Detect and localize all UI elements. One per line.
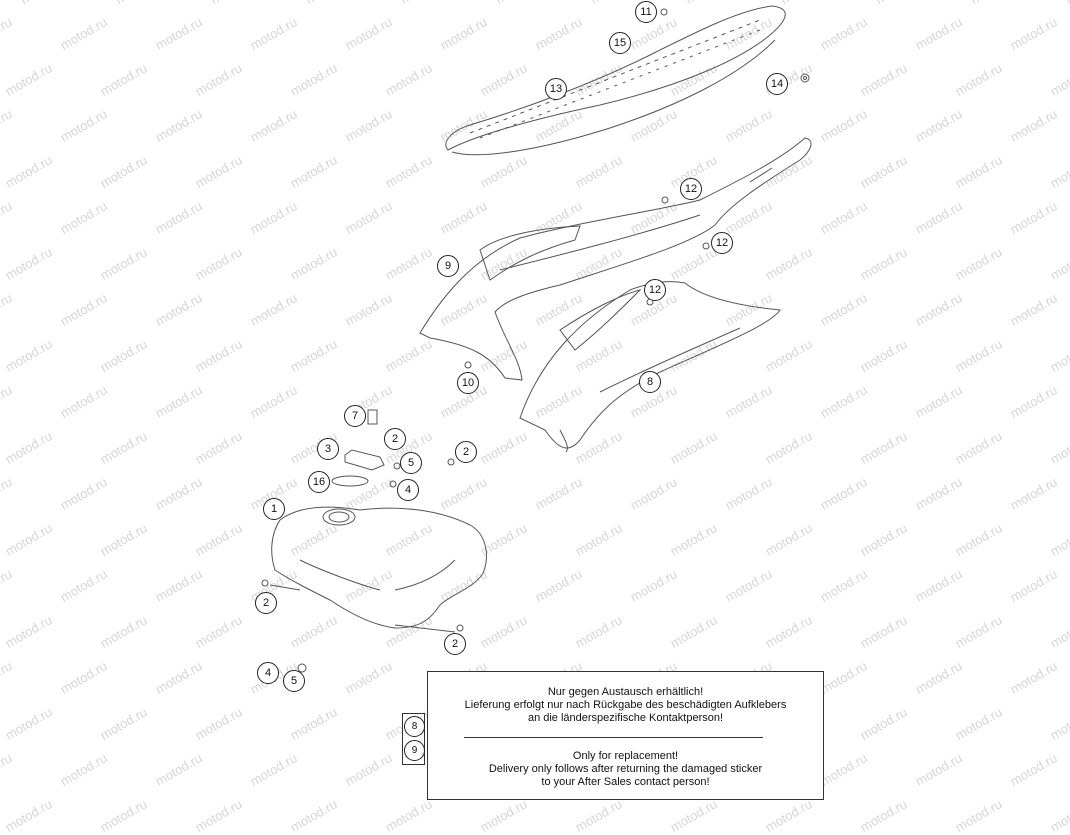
callout-16: 16 <box>308 471 330 493</box>
callout-13: 13 <box>545 78 567 100</box>
callout-4-upper: 4 <box>397 479 419 501</box>
callout-12-mid: 12 <box>644 279 666 301</box>
note-de-line-1: Nur gegen Austausch erhältlich! <box>547 686 704 698</box>
callout-9: 9 <box>437 255 459 277</box>
sticker-ref-8: 8 <box>404 716 425 737</box>
callout-15: 15 <box>609 32 631 54</box>
seat-screw-11 <box>660 8 668 16</box>
fuel-tank <box>269 506 487 633</box>
side-cover-9 <box>419 137 812 381</box>
callout-2-upper: 2 <box>384 428 406 450</box>
exploded-parts-drawing <box>261 5 812 673</box>
note-en-line-3: to your After Sales contact person! <box>541 776 710 788</box>
callout-2-right: 2 <box>455 441 477 463</box>
note-english: Only for replacement! Delivery only foll… <box>428 750 823 789</box>
sticker-reference-box: 8 9 <box>402 713 425 765</box>
callout-2-lower: 2 <box>444 633 466 655</box>
callout-3: 3 <box>317 438 339 460</box>
callout-12-right: 12 <box>711 232 733 254</box>
side-cover-8 <box>519 281 781 453</box>
note-en-line-2: Delivery only follows after returning th… <box>488 763 763 775</box>
note-de-line-2: Lieferung erfolgt nur nach Rückgabe des … <box>464 699 787 711</box>
note-divider <box>464 737 763 738</box>
replacement-note: Nur gegen Austausch erhältlich! Lieferun… <box>427 671 824 800</box>
callout-4-lower: 4 <box>257 662 279 684</box>
callout-5-upper: 5 <box>400 452 422 474</box>
fuel-cap-parts <box>331 409 455 488</box>
note-en-line-1: Only for replacement! <box>572 750 679 762</box>
callout-5-lower: 5 <box>283 670 305 692</box>
callout-14: 14 <box>766 73 788 95</box>
callout-10: 10 <box>457 372 479 394</box>
seat-nut-14 <box>800 73 810 83</box>
note-german: Nur gegen Austausch erhältlich! Lieferun… <box>428 686 823 725</box>
callout-12-top: 12 <box>680 178 702 200</box>
callout-8: 8 <box>639 371 661 393</box>
tank-screws <box>261 579 464 673</box>
callout-1: 1 <box>263 498 285 520</box>
callout-2-left: 2 <box>255 592 277 614</box>
note-de-line-3: an die länderspezifische Kontaktperson! <box>527 712 724 724</box>
seat <box>445 5 786 156</box>
callout-7: 7 <box>344 405 366 427</box>
callout-11: 11 <box>635 1 657 23</box>
rivet-10 <box>464 361 472 369</box>
sticker-ref-9: 9 <box>404 740 425 761</box>
